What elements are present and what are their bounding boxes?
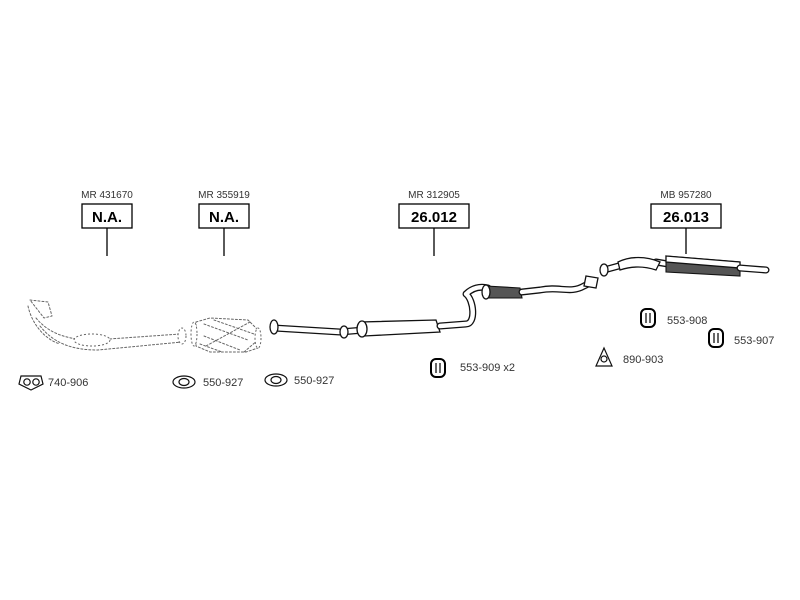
accessory-number: 553-908 bbox=[667, 315, 707, 327]
oem-number: MR 355919 bbox=[198, 190, 250, 201]
middle-silencer-drawing bbox=[269, 275, 599, 339]
part-callout-rear-silencer[interactable]: MB 957280 26.013 bbox=[650, 190, 722, 254]
part-callout-catalytic-converter[interactable]: MR 355919 N.A. bbox=[198, 190, 250, 256]
accessory-number: 550-927 bbox=[294, 375, 334, 387]
part-code-box bbox=[198, 203, 250, 229]
gasket-triangle-icon bbox=[18, 375, 44, 391]
gasket-oval-icon bbox=[172, 375, 196, 389]
accessory-890-903[interactable]: 890-903 bbox=[595, 346, 663, 367]
part-code: 26.013 bbox=[663, 209, 709, 226]
accessory-553-908[interactable]: 553-908 bbox=[640, 308, 707, 328]
part-code-box bbox=[398, 203, 470, 229]
oem-number: MB 957280 bbox=[660, 190, 712, 201]
accessory-number: 553-907 bbox=[734, 335, 774, 347]
accessory-number: 890-903 bbox=[623, 354, 663, 366]
catalytic-converter-drawing bbox=[190, 317, 262, 353]
accessory-550-927-b[interactable]: 550-927 bbox=[264, 373, 334, 387]
part-callout-middle-silencer[interactable]: MR 312905 26.012 bbox=[398, 190, 470, 256]
accessory-553-909[interactable]: 553-909 x2 bbox=[430, 358, 515, 378]
rubber-hanger-icon bbox=[430, 358, 446, 378]
accessory-553-907[interactable]: 553-907 bbox=[708, 328, 774, 348]
rubber-hanger-icon bbox=[640, 308, 656, 328]
part-callout-front-pipe[interactable]: MR 431670 N.A. bbox=[81, 190, 133, 256]
part-code: 26.012 bbox=[411, 209, 457, 226]
part-code: N.A. bbox=[209, 209, 239, 226]
accessory-550-927-a[interactable]: 550-927 bbox=[172, 375, 243, 389]
rubber-hanger-icon bbox=[708, 328, 724, 348]
rear-silencer-drawing bbox=[599, 255, 770, 277]
accessory-740-906[interactable]: 740-906 bbox=[18, 375, 88, 391]
accessory-number: 553-909 x2 bbox=[460, 362, 515, 374]
flange-gasket-icon bbox=[595, 346, 613, 367]
accessory-number: 740-906 bbox=[48, 377, 88, 389]
gasket-oval-icon bbox=[264, 373, 288, 387]
accessory-number: 550-927 bbox=[203, 377, 243, 389]
oem-number: MR 312905 bbox=[408, 190, 460, 201]
part-code: N.A. bbox=[92, 209, 122, 226]
oem-number: MR 431670 bbox=[81, 190, 133, 201]
front-pipe-drawing bbox=[27, 299, 187, 351]
